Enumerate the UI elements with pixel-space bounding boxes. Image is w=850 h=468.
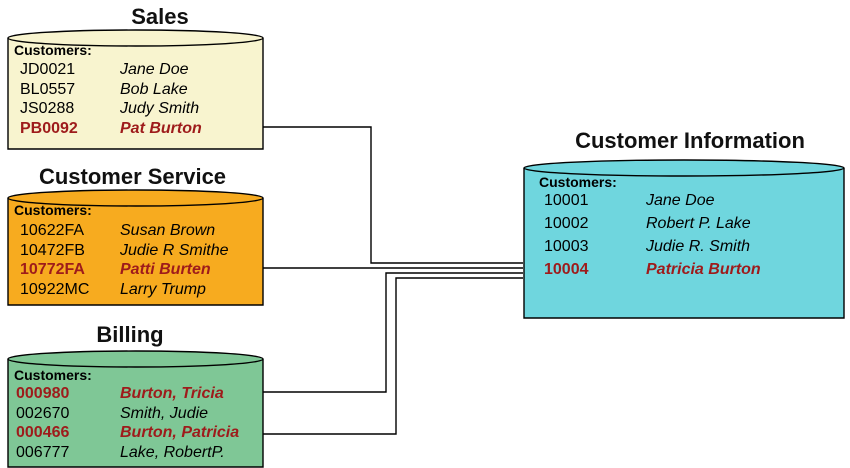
customer-id: 000466 — [16, 424, 70, 441]
customer-name: Judie R. Smith — [646, 238, 751, 255]
customer-id: 10002 — [544, 215, 589, 232]
customer-id: PB0092 — [20, 119, 78, 137]
customer-id: 002670 — [16, 404, 70, 422]
customer-name: Susan Brown — [120, 222, 216, 239]
customer-name: Larry Trump — [120, 280, 206, 298]
customer-id: 10001 — [544, 192, 589, 209]
customer-id: JD0021 — [20, 61, 76, 78]
billing-customers-label: Customers: — [14, 367, 92, 383]
customer-name: Burton, Tricia — [120, 385, 224, 402]
sales-cylinder — [7, 29, 264, 150]
customer-name: Bob Lake — [120, 80, 188, 98]
customer-id: 10772FA — [20, 261, 85, 278]
customer-id: 10922MC — [20, 280, 90, 298]
customer-id: JS0288 — [20, 100, 75, 117]
customer-service-cylinder — [7, 189, 264, 306]
connector-sales — [262, 126, 523, 264]
customer-name: Patti Burten — [120, 261, 211, 278]
sales-title: Sales — [131, 4, 189, 29]
customer-id: BL0557 — [20, 80, 76, 98]
customer-information-cylinder — [523, 159, 845, 319]
customer-information-customers-label: Customers: — [539, 174, 617, 190]
connector-billing-1 — [262, 272, 523, 393]
customer-information-database: Customers: 10001 Jane Doe 10002 Robert P. L… — [524, 164, 844, 318]
connector-billing-2 — [262, 277, 523, 435]
customer-name: Jane Doe — [646, 192, 715, 209]
customer-name: Judie R Smithe — [120, 241, 229, 259]
customer-name: Judy Smith — [120, 100, 200, 117]
customer-name: Patricia Burton — [646, 261, 761, 278]
customer-name: Burton, Patricia — [120, 424, 240, 441]
customer-service-title: Customer Service — [38, 164, 227, 189]
customer-name: Jane Doe — [120, 61, 189, 78]
customer-id: 10003 — [544, 238, 589, 255]
billing-cylinder — [7, 350, 264, 468]
sales-customers-label: Customers: — [14, 42, 92, 58]
billing-database: Customers: 000980 Burton, Tricia 002670 Smi… — [8, 357, 263, 465]
customer-service-customers-label: Customers: — [14, 202, 92, 218]
customer-name: Lake, RobertP. — [120, 443, 225, 461]
customer-id: 10472FB — [20, 241, 85, 259]
customer-name: Pat Burton — [120, 119, 202, 137]
customer-information-title: Customer Information — [575, 128, 805, 153]
connector-lines — [262, 126, 523, 435]
customer-id: 000980 — [16, 385, 70, 402]
customer-name: Robert P. Lake — [646, 215, 751, 232]
billing-title: Billing — [96, 322, 164, 347]
customer-id: 10622FA — [20, 222, 85, 239]
customer-service-database: Customers: 10622FA Susan Brown 10472FB Judi… — [8, 196, 263, 304]
customer-name: Smith, Judie — [120, 404, 209, 422]
customer-id: 006777 — [16, 443, 70, 461]
customer-id: 10004 — [544, 261, 589, 278]
